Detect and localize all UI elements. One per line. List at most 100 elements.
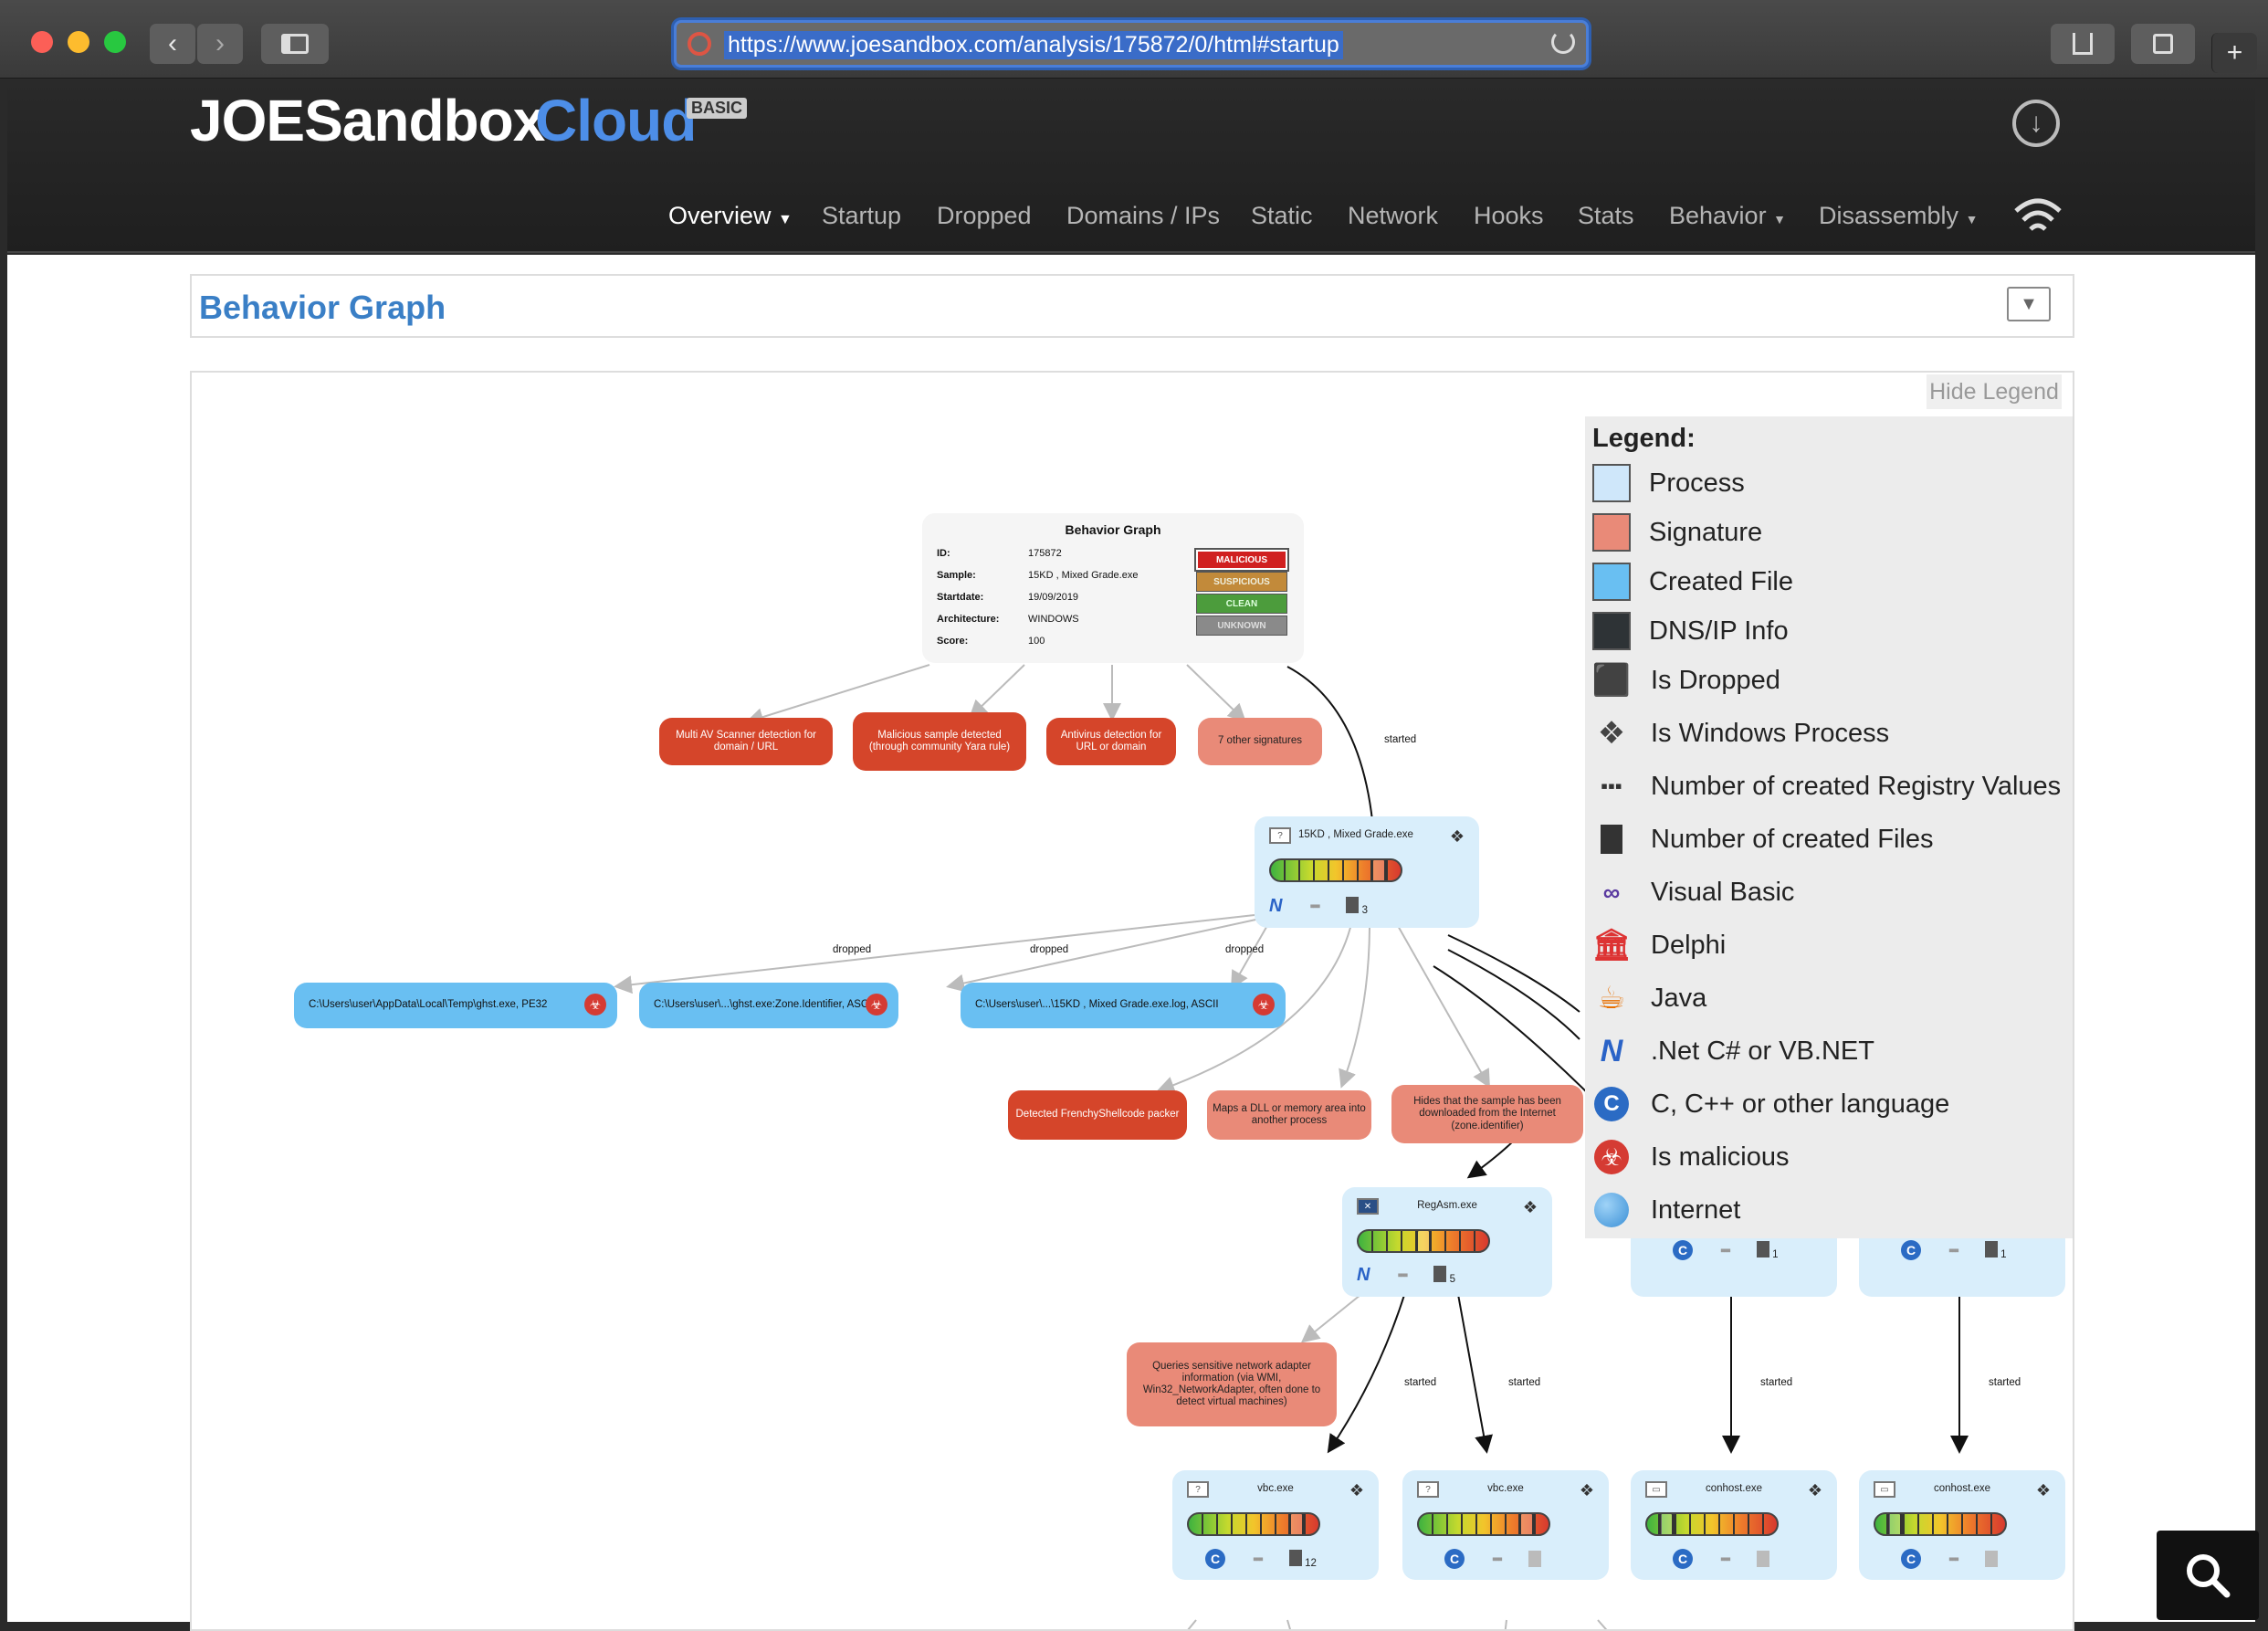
file-icon — [1288, 1549, 1302, 1566]
new-tab-button[interactable]: + — [2211, 33, 2257, 73]
edge-label-started: started — [1384, 734, 1417, 745]
signature-node[interactable]: Hides that the sample has been downloade… — [1391, 1085, 1583, 1143]
logo-cloud[interactable]: Cloud — [535, 88, 697, 153]
logo-joesandbox[interactable]: JOESandbox — [190, 88, 545, 153]
close-window-button[interactable] — [31, 31, 53, 53]
regasm-icon: ✕ — [1357, 1198, 1379, 1215]
windows-icon: ❖ — [1449, 827, 1465, 846]
download-icon: ↓ — [2029, 108, 2043, 138]
forward-button[interactable]: › — [197, 24, 243, 64]
score-gauge — [1357, 1229, 1490, 1253]
dropped-icon: ⬛ — [1591, 663, 1632, 698]
signature-node[interactable]: Antivirus detection for URL or domain — [1046, 718, 1176, 765]
id-value: 175872 — [1028, 548, 1062, 559]
score-gauge — [1417, 1512, 1550, 1536]
legend-item-windows-process: ❖ Is Windows Process — [1592, 712, 1889, 754]
nav-overview[interactable]: Overview ▼ — [668, 202, 793, 229]
registry-icon: ▪▪▪ — [1492, 1551, 1503, 1567]
behavior-graph-canvas[interactable]: started dropped dropped dropped started … — [190, 371, 2074, 1631]
signature-node[interactable]: Queries sensitive network adapter inform… — [1127, 1342, 1337, 1426]
registry-icon: ▪▪▪ — [1397, 1268, 1408, 1283]
logo-basic-badge: BASIC — [687, 98, 748, 119]
score-value: 100 — [1028, 636, 1045, 647]
wifi-icon[interactable] — [2012, 195, 2063, 237]
dotnet-icon: N — [1600, 1033, 1623, 1068]
score-gauge-thumb — [1415, 1231, 1432, 1251]
c-icon: C — [1205, 1549, 1225, 1569]
startdate-label: Startdate: — [937, 592, 984, 603]
process-name: 15KD , Mixed Grade.exe — [1298, 829, 1413, 840]
legend-item-is-malicious: ☣ Is malicious — [1592, 1136, 1790, 1178]
nav-domains-ips[interactable]: Domains / IPs — [1066, 202, 1221, 229]
legend-item-java: ☕ Java — [1592, 977, 1707, 1019]
tabs-overview-button[interactable] — [2131, 24, 2195, 64]
nav-disassembly[interactable]: Disassembly ▼ — [1819, 202, 1979, 229]
window-icon: ? — [1269, 827, 1291, 844]
file-icon — [1984, 1240, 1998, 1257]
analysis-summary-card[interactable]: Behavior Graph ID: 175872 Sample: 15KD ,… — [922, 513, 1304, 663]
sidebar-toggle-button[interactable] — [261, 24, 329, 64]
download-button[interactable]: ↓ — [2012, 100, 2060, 147]
edge-label-started: started — [1508, 1377, 1541, 1388]
process-node-vbc[interactable]: ? vbc.exe ❖ C ▪▪▪ 12 — [1172, 1470, 1379, 1580]
edge-label-started: started — [1989, 1377, 2021, 1388]
process-node-conhost[interactable]: ▭ conhost.exe ❖ C ▪▪▪ — [1859, 1470, 2065, 1580]
signature-node[interactable]: Maps a DLL or memory area into another p… — [1207, 1090, 1371, 1140]
process-node-regasm[interactable]: ✕ RegAsm.exe ❖ N ▪▪▪ 5 — [1342, 1187, 1552, 1297]
window-icon: ? — [1417, 1481, 1439, 1498]
registry-icon: ▪▪▪ — [1948, 1242, 1959, 1258]
windows-icon: ❖ — [1807, 1481, 1822, 1499]
process-node-15kd[interactable]: ? 15KD , Mixed Grade.exe ❖ N ▪▪▪ 3 — [1255, 816, 1479, 928]
url-text[interactable]: https://www.joesandbox.com/analysis/1758… — [724, 31, 1343, 59]
process-stats: C ▪▪▪ 12 — [1205, 1549, 1317, 1569]
nav-startup[interactable]: Startup — [822, 202, 902, 229]
nav-dropped[interactable]: Dropped — [937, 202, 1032, 229]
windows-icon: ❖ — [1349, 1481, 1364, 1499]
reload-icon[interactable] — [1551, 30, 1575, 54]
windows-icon: ❖ — [1597, 716, 1626, 751]
score-gauge-thumb — [1658, 1514, 1675, 1534]
sidebar-icon — [281, 34, 309, 54]
nav-network[interactable]: Network — [1348, 202, 1439, 229]
signature-node[interactable]: Detected FrenchyShellcode packer — [1008, 1090, 1187, 1140]
created-file-node[interactable]: C:\Users\user\...\ghst.exe:Zone.Identifi… — [639, 983, 898, 1028]
file-path: C:\Users\user\...\15KD , Mixed Grade.exe… — [975, 999, 1219, 1011]
process-name: conhost.exe — [1933, 1483, 1990, 1494]
search-button[interactable] — [2157, 1531, 2259, 1620]
legend-item-c: C C, C++ or other language — [1592, 1083, 1949, 1125]
process-node-conhost[interactable]: ▭ conhost.exe ❖ C ▪▪▪ — [1631, 1470, 1837, 1580]
address-bar[interactable]: https://www.joesandbox.com/analysis/1758… — [674, 20, 1589, 68]
share-button[interactable] — [2051, 24, 2115, 64]
signature-node[interactable]: Multi AV Scanner detection for domain / … — [659, 718, 833, 765]
nav-stats[interactable]: Stats — [1578, 202, 1634, 229]
collapse-panel-button[interactable]: ▼ — [2007, 287, 2051, 321]
maximize-window-button[interactable] — [104, 31, 126, 53]
signature-node[interactable]: 7 other signatures — [1198, 718, 1322, 765]
score-gauge-thumb — [1370, 860, 1387, 880]
edge-label-started: started — [1760, 1377, 1793, 1388]
minimize-window-button[interactable] — [68, 31, 89, 53]
chevron-left-icon: ‹ — [168, 28, 177, 58]
created-file-node[interactable]: C:\Users\user\AppData\Local\Temp\ghst.ex… — [294, 983, 617, 1028]
back-button[interactable]: ‹ — [150, 24, 195, 64]
hide-legend-button[interactable]: Hide Legend — [1927, 374, 2062, 409]
process-node-vbc[interactable]: ? vbc.exe ❖ C ▪▪▪ — [1402, 1470, 1609, 1580]
score-gauge-thumb — [1886, 1514, 1903, 1534]
legend-item-registry-values: ▪▪▪ Number of created Registry Values — [1592, 765, 2061, 807]
dotnet-icon: N — [1357, 1265, 1370, 1285]
biohazard-icon: ☣ — [1592, 1138, 1631, 1176]
created-file-node[interactable]: C:\Users\user\...\15KD , Mixed Grade.exe… — [961, 983, 1286, 1028]
score-gauge — [1187, 1512, 1320, 1536]
created-files-count: 1 — [1772, 1248, 1779, 1260]
legend-item-signature: Signature — [1592, 511, 1762, 553]
site-header: JOESandbox Cloud BASIC ↓ Overview ▼ Star… — [7, 79, 2255, 253]
nav-hooks[interactable]: Hooks — [1474, 202, 1544, 229]
signature-node[interactable]: Malicious sample detected (through commu… — [853, 712, 1026, 771]
nav-behavior[interactable]: Behavior ▼ — [1669, 202, 1786, 229]
legend-item-dns-ip: DNS/IP Info — [1592, 610, 1789, 652]
startdate-value: 19/09/2019 — [1028, 592, 1079, 603]
caret-down-icon: ▼ — [778, 212, 793, 227]
process-stats: C ▪▪▪ 1 — [1901, 1240, 2007, 1260]
nav-static[interactable]: Static — [1251, 202, 1313, 229]
visual-basic-icon: ∞ — [1602, 878, 1621, 906]
